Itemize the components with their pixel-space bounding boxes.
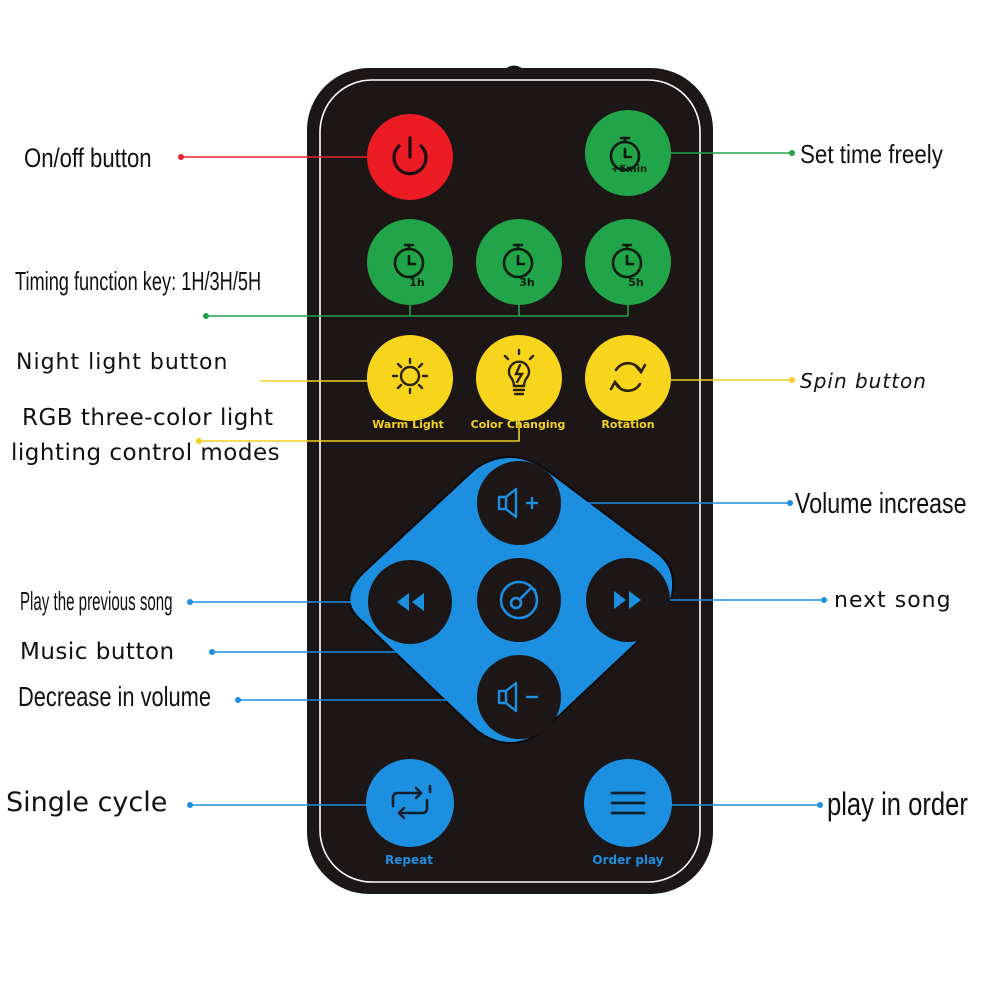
stopwatch-icon [502,243,534,279]
timer-3h-caption: 3h [519,276,535,289]
label-set-time: Set time freely [800,139,943,169]
label-rgb-line1: RGB three-color light [22,405,274,431]
rewind-icon [397,593,424,611]
label-music: Music button [20,639,175,665]
timer-1h-caption: 1h [409,276,425,289]
rotation-icon [609,361,647,393]
label-previous: Play the previous song [20,586,173,616]
label-volume-decrease: Decrease in volume [18,681,212,712]
label-next: next song [834,588,952,613]
color-changing-caption: Color Changing [470,418,566,431]
label-on-off: On/off button [24,143,152,173]
label-rgb-line2: lighting control modes [11,440,281,466]
warm-light-button[interactable] [367,335,453,421]
volume-down-button[interactable] [477,655,561,739]
leader-volume-up [545,500,793,506]
leader-volume-down [235,697,495,703]
timer-5h-caption: 5h [628,276,644,289]
leader-rgb [196,420,520,444]
next-button[interactable] [586,558,670,642]
label-spin: Spin button [800,369,927,393]
timer-1h-button[interactable] [367,219,453,305]
volume-up-icon [497,487,538,519]
order-play-caption: Order play [592,853,664,867]
label-play-in-order: play in order [827,786,968,822]
leader-next [655,597,827,603]
stopwatch-icon [393,243,425,279]
set-time-caption: +5min [610,164,648,175]
set-time-button[interactable] [585,110,671,196]
warm-light-caption: Warm Light [372,418,444,431]
power-button[interactable] [367,114,453,200]
order-play-button[interactable] [584,759,672,847]
leader-single-cycle [187,802,400,808]
leader-timing [203,300,629,319]
timer-3h-button[interactable] [476,219,562,305]
bulb-icon [503,348,535,396]
repeat-button[interactable] [366,759,454,847]
list-icon [610,791,646,815]
repeat-one-icon [391,784,432,820]
volume-up-button[interactable] [477,461,561,545]
volume-down-icon [497,681,538,713]
power-icon [392,136,428,176]
repeat-caption: Repeat [385,853,433,867]
label-night-light: Night light button [16,350,229,375]
label-volume-increase: Volume increase [795,488,967,520]
label-single-cycle: Single cycle [6,787,168,818]
rotation-button[interactable] [585,335,671,421]
color-changing-button[interactable] [476,335,562,421]
stopwatch-icon [611,243,643,279]
fast-forward-icon [614,591,641,609]
timer-5h-button[interactable] [585,219,671,305]
sun-icon [391,357,429,395]
leader-previous [187,599,380,605]
music-disc-icon [499,580,539,620]
label-timing: Timing function key: 1H/3H/5H [15,266,262,296]
previous-button[interactable] [368,560,452,644]
music-button[interactable] [477,558,561,642]
stopwatch-icon [609,136,641,172]
rotation-caption: Rotation [601,418,655,431]
